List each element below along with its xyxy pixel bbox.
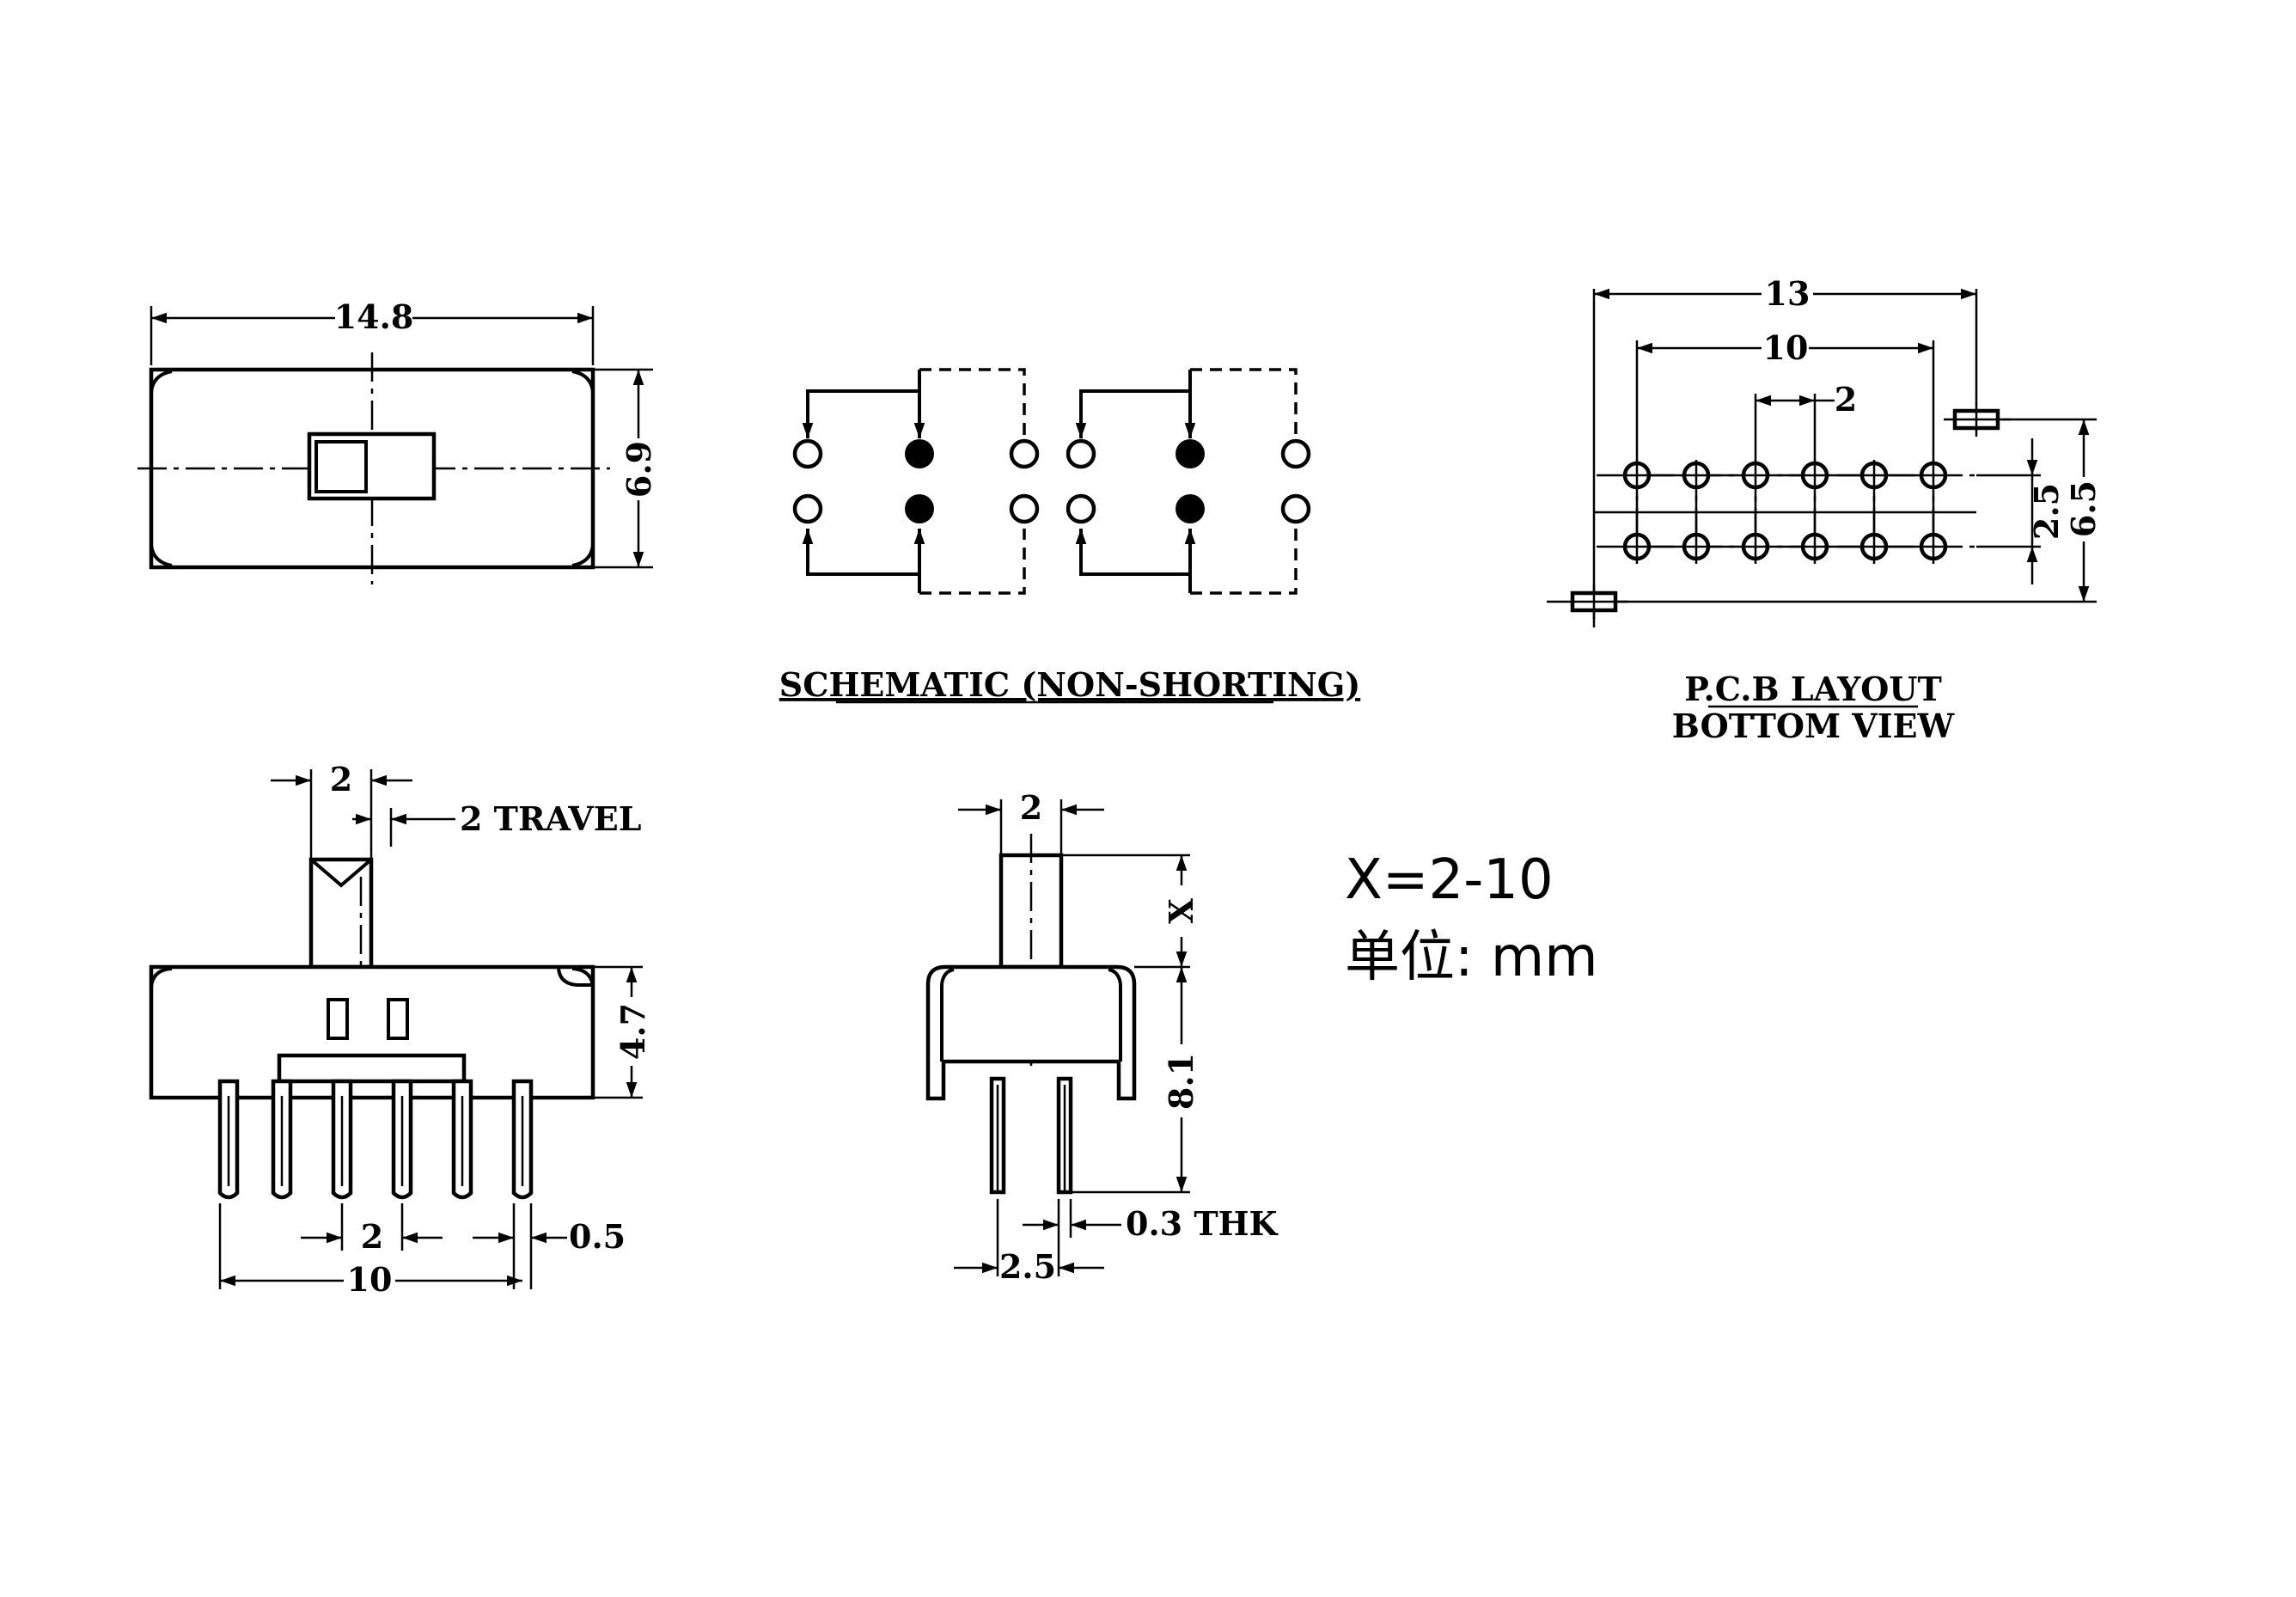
pcb-caption-line2: BOTTOM VIEW <box>1672 707 1956 745</box>
top-view: 14.8 6.9 <box>137 297 658 584</box>
side-view: 2 X 8.1 0.3 THK 2.5 <box>925 788 1279 1286</box>
pcb-layout: 13 10 2 <box>1547 274 2103 745</box>
schematic-terminal <box>1280 438 1311 469</box>
schematic-terminal <box>1009 438 1040 469</box>
schematic-common-terminal <box>1175 494 1205 523</box>
schematic-common-terminal <box>1175 439 1205 468</box>
side-body-height-dim: 8.1 <box>1162 1053 1200 1110</box>
unit-note: 单位: mm <box>1345 926 1598 989</box>
side-row-spacing-dim: 2.5 <box>999 1247 1056 1286</box>
schematic: SCHEMATIC (NON-SHORTING) <box>779 368 1360 704</box>
schematic-terminal <box>1066 438 1096 469</box>
pcb-span-dim: 10 <box>1763 328 1809 367</box>
pcb-caption-line1: P.C.B LAYOUT <box>1684 670 1942 708</box>
side-thickness-label: 0.3 THK <box>1126 1204 1279 1243</box>
notes: X=2-10 单位: mm <box>1345 848 1598 989</box>
side-actuator-height-dim: X <box>1162 898 1200 924</box>
schematic-switch-left <box>792 368 1040 595</box>
side-actuator-width-dim: 2 <box>1020 788 1042 827</box>
front-pin-span-dim: 10 <box>347 1260 393 1299</box>
side-housing <box>925 964 1137 1101</box>
pcb-outer-height-dim: 6.5 <box>2064 480 2103 537</box>
pcb-pitch-dim: 2 <box>1835 380 1857 419</box>
top-view-width-dim: 14.8 <box>334 297 414 336</box>
schematic-terminal <box>1280 493 1311 524</box>
schematic-terminal <box>1066 493 1096 524</box>
schematic-terminal <box>792 438 823 469</box>
schematic-terminal <box>1009 493 1040 524</box>
front-travel-label: 2 TRAVEL <box>460 799 641 838</box>
pcb-overall-dim: 13 <box>1765 274 1811 313</box>
top-view-height-dim: 6.9 <box>620 441 658 498</box>
schematic-common-terminal <box>905 494 934 523</box>
front-pin-pitch-dim: 2 <box>361 1217 383 1256</box>
schematic-common-terminal <box>905 439 934 468</box>
front-pin-width-dim: 0.5 <box>569 1217 626 1256</box>
front-height-dim: 4.7 <box>614 1003 652 1060</box>
schematic-switch-right <box>1066 368 1311 595</box>
schematic-terminal <box>792 493 823 524</box>
schematic-caption: SCHEMATIC (NON-SHORTING) <box>779 665 1360 704</box>
top-view-actuator <box>307 431 437 501</box>
x-range-note: X=2-10 <box>1345 848 1554 912</box>
front-actuator-width-dim: 2 <box>330 760 352 798</box>
pcb-row-spacing-dim: 2.5 <box>2027 483 2066 540</box>
front-view: 2 2 TRAVEL 4.7 <box>149 760 652 1299</box>
front-actuator <box>308 857 374 970</box>
front-pins <box>217 1079 534 1200</box>
